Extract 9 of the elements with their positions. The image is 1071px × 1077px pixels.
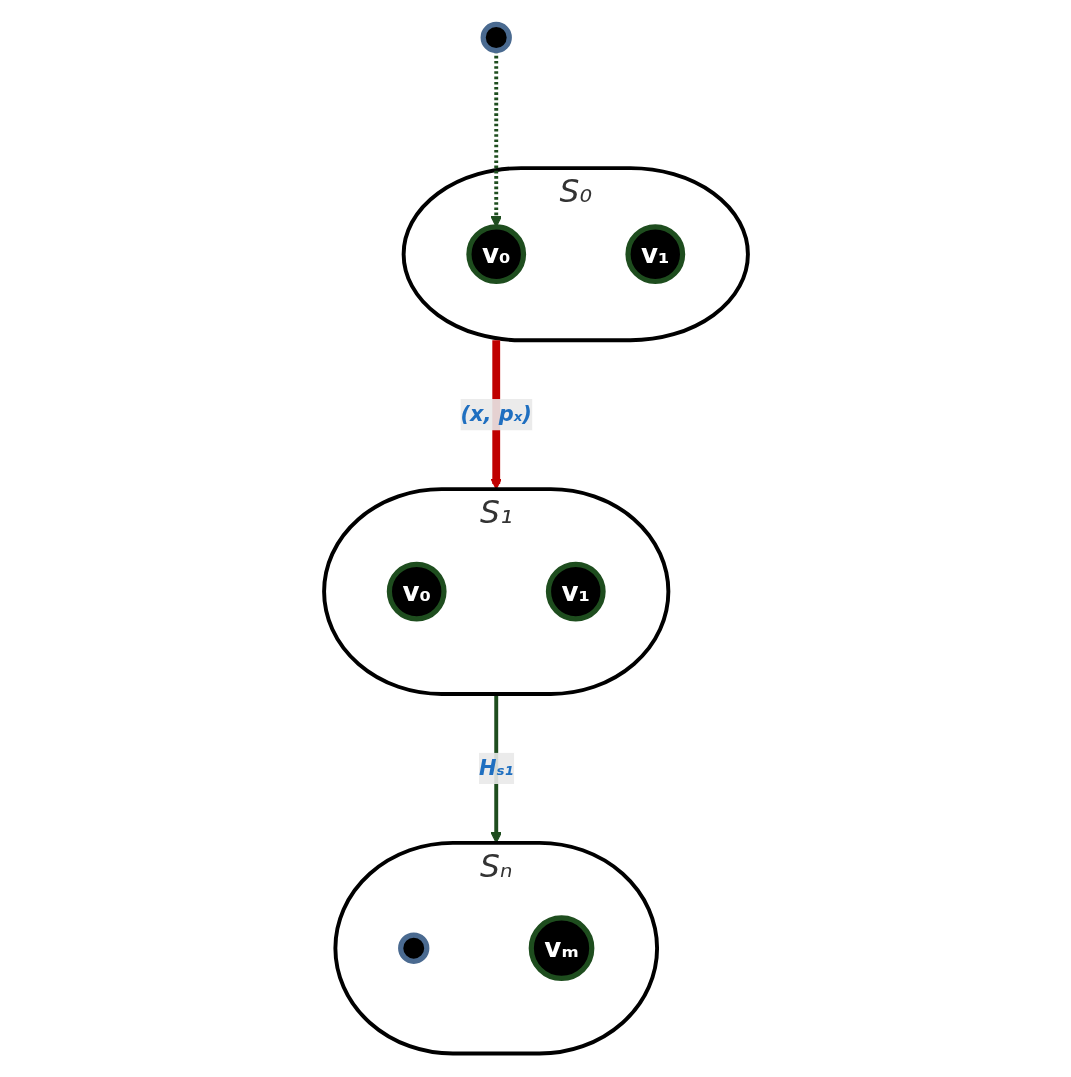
node-circle: v₀ xyxy=(465,223,526,284)
node-circle: v₀ xyxy=(386,561,447,621)
node-circle xyxy=(397,932,429,964)
edge-label: Hₛ₁ xyxy=(478,754,514,780)
edge-label: (x, pₓ) xyxy=(460,401,532,426)
node-circle: v₁ xyxy=(545,561,606,621)
node-circle: v₁ xyxy=(624,223,685,284)
node-circle: vₘ xyxy=(528,914,594,981)
node-circle xyxy=(480,21,512,53)
